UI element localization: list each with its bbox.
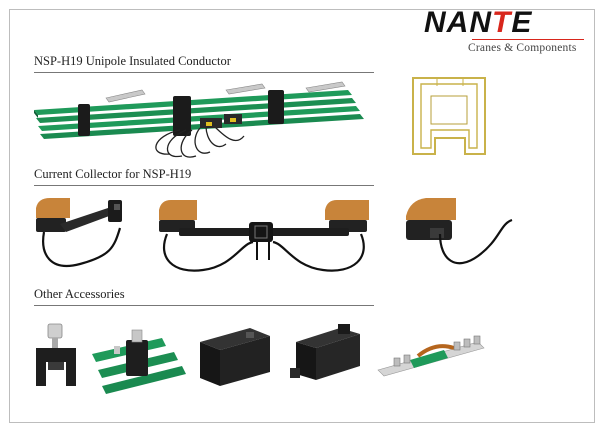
single-collector-side-image — [406, 198, 513, 265]
page-border — [9, 9, 595, 423]
hanger-clamps — [78, 90, 284, 136]
section-divider — [34, 72, 374, 73]
expansion-joint-image — [377, 335, 485, 377]
double-collector-image — [159, 200, 369, 272]
nante-logo: NANTE Cranes & Components — [424, 6, 594, 54]
collector-arms — [200, 114, 242, 128]
logo-tagline: Cranes & Components — [468, 42, 577, 54]
end-cap-image — [290, 324, 360, 380]
logo-wordmark: NANTE — [424, 6, 533, 39]
conductor-profile-drawing — [412, 77, 486, 155]
section-title-collector: Current Collector for NSP-H19 — [34, 167, 192, 181]
logo-underline — [472, 39, 584, 40]
conductor-system-image — [34, 81, 364, 158]
section-title-conductor: NSP-H19 Unipole Insulated Conductor — [34, 54, 231, 68]
section-divider — [34, 305, 374, 306]
rail-joint-image — [92, 329, 186, 394]
single-collector-image — [36, 198, 122, 267]
power-feed-box-image — [200, 328, 270, 386]
mounting-brackets — [105, 81, 346, 103]
section-title-accessories: Other Accessories — [34, 287, 125, 301]
section-divider — [34, 185, 374, 186]
collector-cables — [155, 125, 245, 158]
hanger-clamp-image — [36, 323, 76, 386]
